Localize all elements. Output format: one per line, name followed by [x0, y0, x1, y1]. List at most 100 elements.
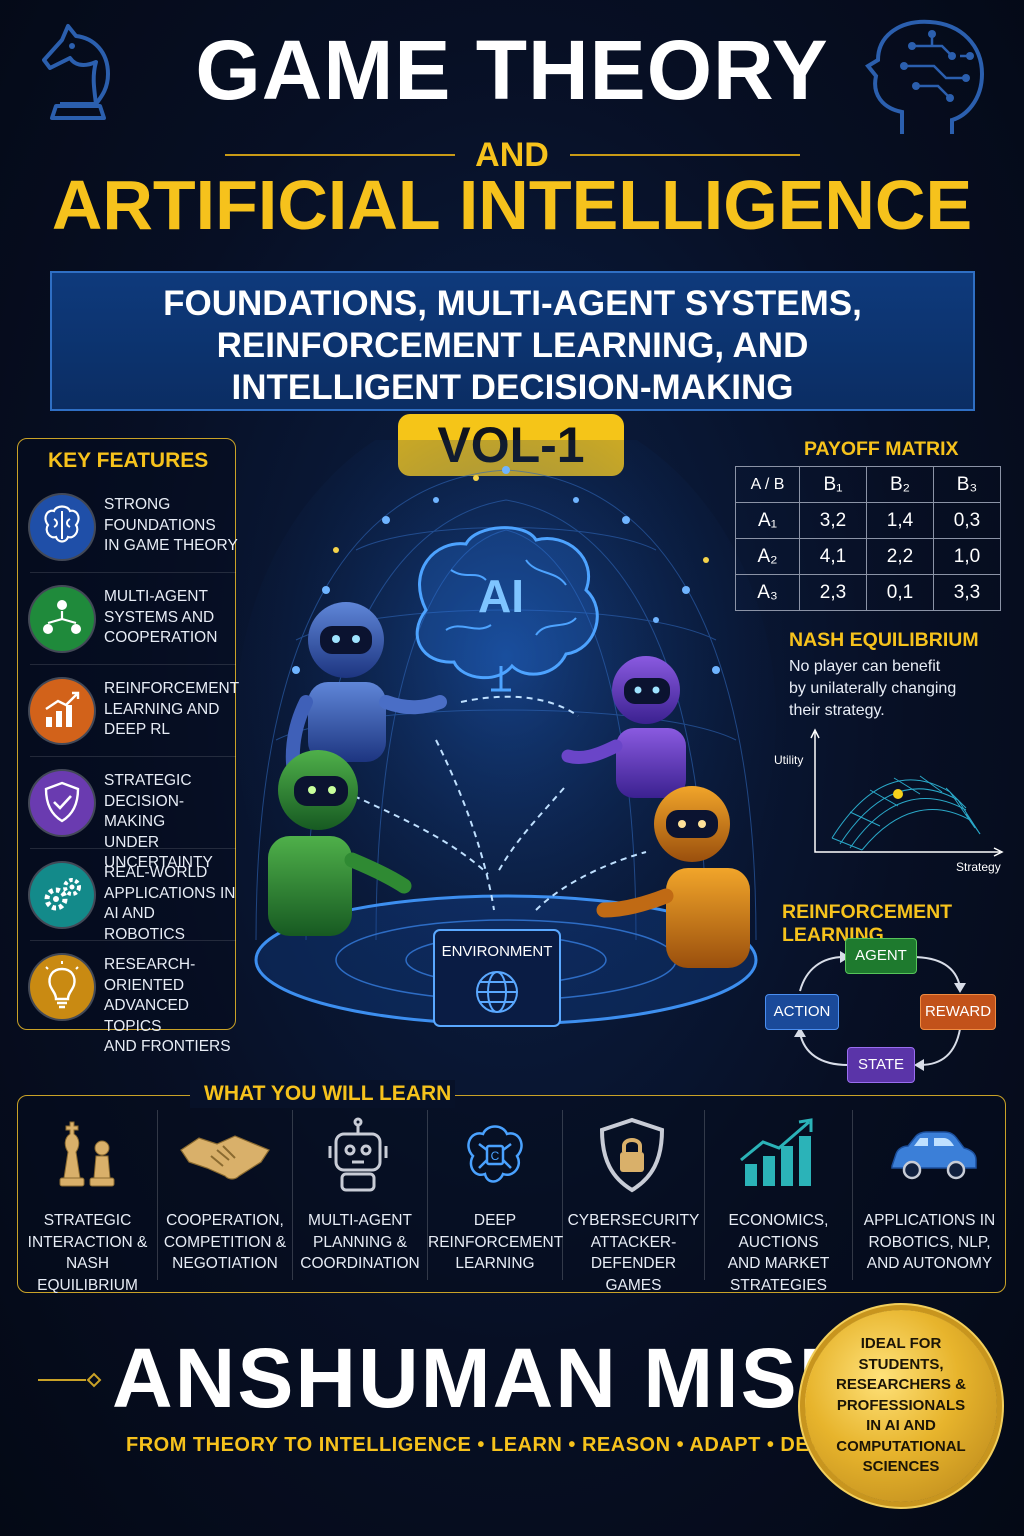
key-feature-line: REAL-WORLD [104, 864, 208, 881]
tagline: FROM THEORY TO INTELLIGENCE • LEARN • RE… [126, 1434, 859, 1456]
what-you-will-learn-panel [17, 1095, 1006, 1293]
rl-cycle-arrows [794, 951, 966, 1071]
key-feature-line: DECISION-MAKING [104, 792, 185, 831]
learn-item-line: COORDINATION [300, 1255, 420, 1272]
audience-seal: IDEAL FOR STUDENTS, RESEARCHERS & PROFES… [805, 1310, 997, 1502]
title-divider-right [570, 154, 800, 156]
key-feature-line: SYSTEMS AND [104, 608, 215, 626]
seal-line: SCIENCES [862, 1458, 940, 1476]
learn-item-line: ATTACKER-DEFENDER [590, 1233, 677, 1273]
gears-icon [30, 863, 94, 927]
rl-state-node: STATE [847, 1047, 915, 1083]
author-ornament [38, 1372, 102, 1388]
rl-reward-node: REWARD [920, 994, 996, 1030]
key-feature-line: AND FRONTIERS [104, 1038, 231, 1055]
learn-item-line: PLANNING & [313, 1233, 407, 1251]
key-feature-item: REINFORCEMENT LEARNING AND DEEP RL [30, 665, 240, 757]
key-feature-line: DEEP RL [104, 721, 171, 738]
seal-line: STUDENTS, [858, 1355, 944, 1373]
payoff-cell: 4,1 [799, 538, 867, 575]
learn-item-line: ROBOTICS, NLP, [868, 1233, 991, 1251]
payoff-cell: 0,1 [866, 574, 934, 611]
key-feature-line: UNDER UNCERTAINTY [104, 833, 213, 872]
title-line-1: GAME THEORY [195, 23, 829, 117]
strategy-axis-label: Strategy [956, 860, 1001, 874]
ai-brain-icon [415, 526, 599, 692]
payoff-matrix-title: PAYOFF MATRIX [804, 438, 959, 460]
learn-item-line: CYBERSECURITY [567, 1212, 700, 1229]
learn-item-text: MULTI-AGENT PLANNING & COORDINATION [293, 1210, 427, 1275]
learn-item-line: MULTI-AGENT [308, 1212, 412, 1229]
payoff-cell: 2,3 [799, 574, 867, 611]
learn-item-line: STRATEGIC [43, 1212, 132, 1229]
payoff-cell: A / B [735, 466, 800, 503]
svg-text:C: C [491, 1149, 500, 1163]
payoff-matrix-table: A / B B₁ B₂ B₃ A₁ 3,2 1,4 0,3 A₂ 4,1 2,2… [735, 466, 1001, 611]
environment-label: ENVIRONMENT [442, 943, 553, 960]
title-and: AND [475, 136, 549, 174]
robot-icon [293, 1114, 427, 1198]
learn-item-line: ECONOMICS, AUCTIONS [728, 1212, 829, 1251]
seal-line: PROFESSIONALS [836, 1396, 966, 1414]
payoff-cell: 2,2 [866, 538, 934, 575]
bar-chart-icon [705, 1114, 852, 1198]
utility-surface-plot: Utility Strategy [774, 728, 1004, 874]
chess-knight-icon [42, 24, 110, 120]
nash-line: by unilaterally changing [789, 680, 957, 697]
growth-chart-icon [30, 679, 94, 743]
learn-item-line: AND MARKET [727, 1255, 830, 1272]
seal-line: RESEARCHERS & [835, 1376, 967, 1394]
learn-item: MULTI-AGENT PLANNING & COORDINATION [293, 1110, 428, 1280]
payoff-cell: 0,3 [933, 502, 1001, 539]
payoff-cell: A₂ [735, 538, 800, 575]
key-feature-line: IN GAME THEORY [104, 537, 238, 554]
utility-axis-label: Utility [774, 753, 803, 767]
payoff-cell: B₃ [933, 466, 1001, 503]
key-feature-item: REAL-WORLD APPLICATIONS IN AI AND ROBOTICS [30, 849, 236, 943]
key-feature-line: AI AND ROBOTICS [104, 905, 185, 943]
key-feature-line: RESEARCH-ORIENTED [104, 956, 196, 994]
key-feature-line: FOUNDATIONS [104, 516, 216, 534]
nash-title: NASH EQUILIBRIUM [789, 629, 979, 651]
payoff-row: A₃ 2,3 0,1 3,3 [735, 574, 1001, 611]
seal-line: IDEAL FOR [860, 1335, 942, 1353]
title-divider-left [225, 154, 455, 156]
shield-lock-icon [563, 1114, 704, 1198]
circuit-brain-icon: C [428, 1114, 562, 1198]
key-feature-line: ADVANCED TOPICS [104, 997, 189, 1035]
learn-item-line: COMPETITION & [163, 1233, 287, 1251]
subtitle-line: REINFORCEMENT LEARNING, AND [216, 326, 809, 365]
payoff-cell: B₂ [866, 466, 934, 503]
learn-item-line: LEARNING [455, 1255, 535, 1272]
key-feature-line: REINFORCEMENT [104, 680, 240, 697]
key-feature-line: MULTI-AGENT [104, 588, 208, 605]
learn-item-line: AND AUTONOMY [866, 1255, 993, 1272]
learn-item-line: INTERACTION & [27, 1233, 148, 1251]
learn-item-line: GAMES [605, 1276, 662, 1294]
seal-line: IN AI AND [866, 1417, 936, 1435]
learn-title: WHAT YOU WILL LEARN [204, 1082, 452, 1105]
payoff-cell: A₃ [735, 574, 800, 611]
nash-description: No player can benefit by unilaterally ch… [789, 656, 956, 722]
circuit-head-icon [865, 19, 985, 134]
key-feature-line: LEARNING AND [104, 700, 220, 718]
key-feature-line: APPLICATIONS IN [104, 884, 236, 902]
car-icon [853, 1114, 1006, 1198]
title-line-2: ARTIFICIAL INTELLIGENCE [51, 166, 973, 244]
payoff-header-row: A / B B₁ B₂ B₃ [735, 466, 1001, 503]
payoff-cell: 1,0 [933, 538, 1001, 575]
equilibrium-point [893, 789, 903, 799]
payoff-cell: 3,2 [799, 502, 867, 539]
ai-illustration: AI EN [236, 440, 776, 1040]
payoff-row: A₁ 3,2 1,4 0,3 [735, 502, 1001, 539]
